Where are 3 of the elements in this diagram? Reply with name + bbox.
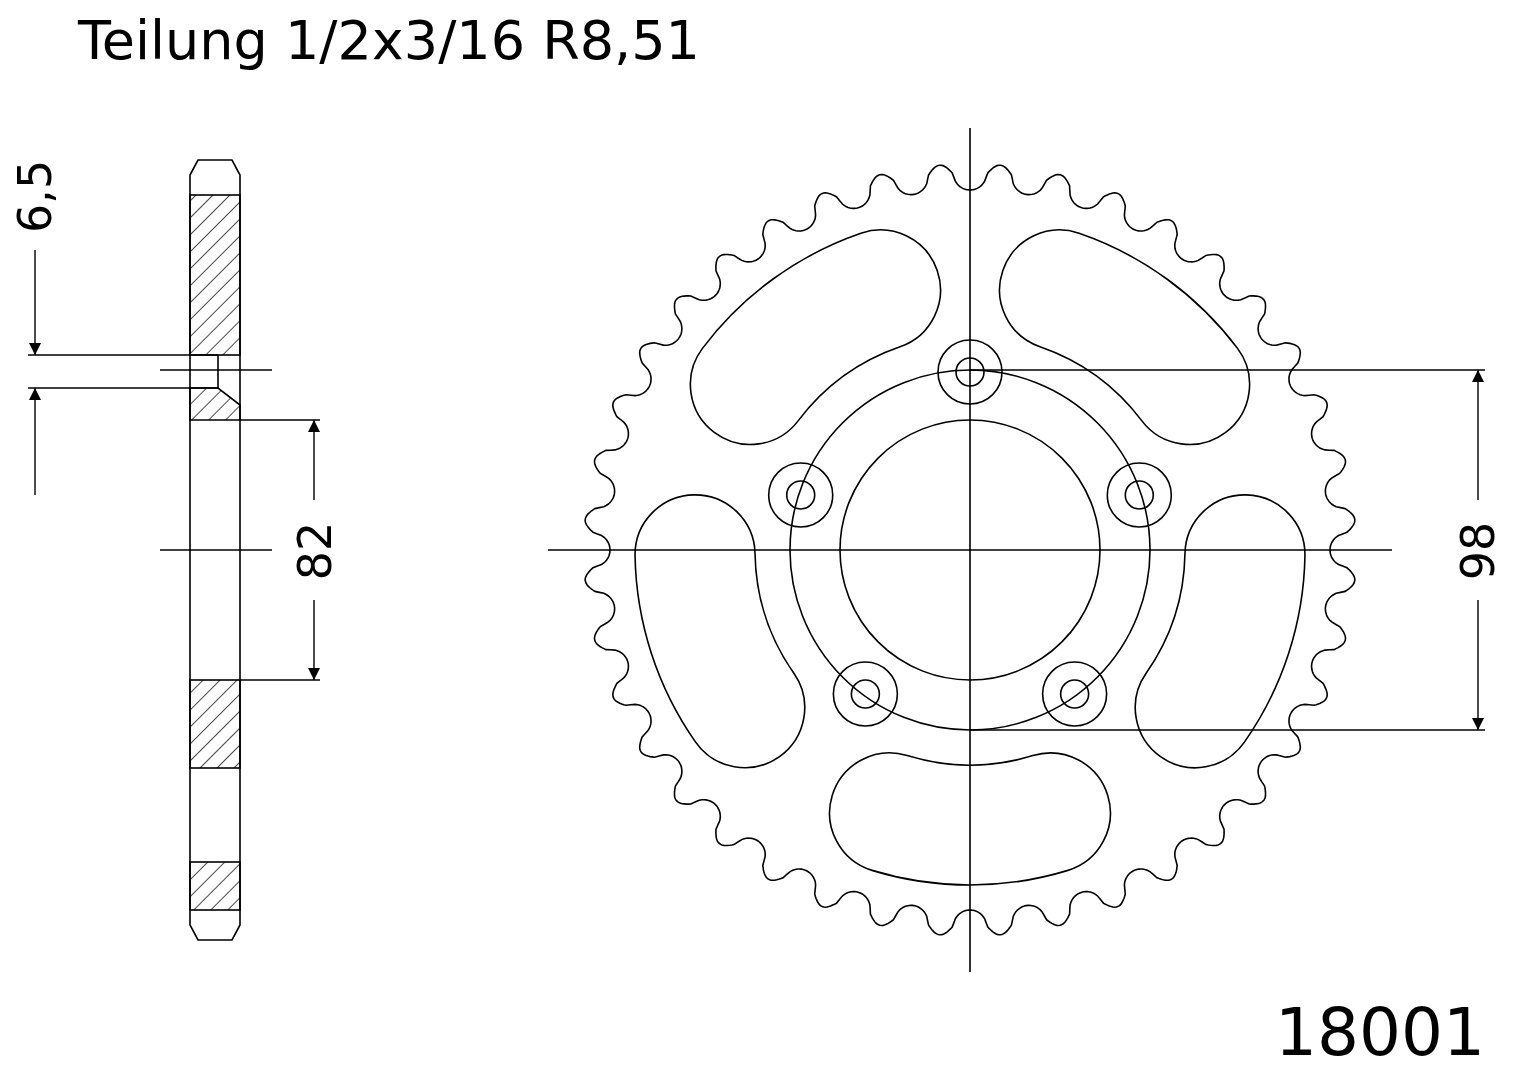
part-number: 18001 — [1275, 1000, 1485, 1066]
dimension-label: 6,5 — [12, 163, 58, 233]
title-text: Teilung 1/2x3/16 R8,51 — [78, 14, 700, 68]
